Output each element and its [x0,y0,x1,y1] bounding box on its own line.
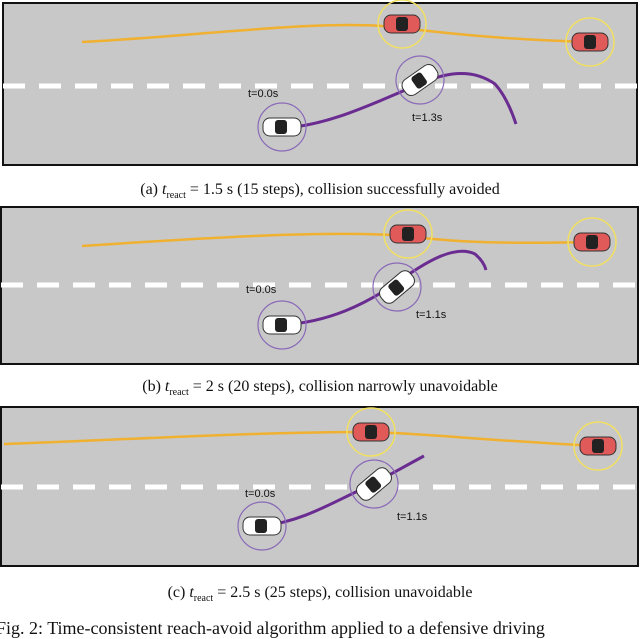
ego-car-start [257,102,307,152]
t-symbol: t [189,584,194,601]
ego-car-start [237,501,287,551]
t-symbol: t [162,181,167,198]
label-react-time: t=1.3s [412,112,443,124]
panel-a: t=0.0s t=1.3s [0,0,640,170]
figure-caption: Fig. 2: Time-consistent reach-avoid algo… [0,618,545,638]
caption-text: = 1.5 s (15 steps), collision successful… [189,181,500,198]
other-vehicle-path [3,430,599,448]
label-start-time: t=0.0s [248,88,279,100]
t-subscript: react [166,190,186,202]
ego-car-react [395,55,445,105]
caption-c: (c) treact = 2.5 s (25 steps), collision… [0,584,640,604]
other-car [346,407,396,457]
label-react-time: t=1.1s [416,309,447,321]
t-symbol: t [164,378,170,395]
label-react-time: t=1.1s [397,511,428,523]
ego-car-react [349,459,399,509]
caption-text: = 2 s (20 steps), collision narrowly una… [192,378,498,395]
panel-b: t=0.0s t=1.1s [0,204,640,368]
other-car [565,17,615,67]
scene-c: t=0.0s t=1.1s [0,406,639,567]
ego-car-react [372,262,422,312]
other-car [573,421,623,471]
other-car [567,217,617,267]
label-start-time: t=0.0s [245,488,276,500]
caption-prefix: (b) [142,378,161,395]
caption-prefix: (a) [140,181,158,198]
t-subscript: react [169,387,189,399]
panel-c: t=0.0s t=1.1s [0,404,640,570]
other-car [383,209,433,259]
label-start-time: t=0.0s [246,284,277,296]
caption-prefix: (c) [167,584,186,601]
scene-a: t=0.0s t=1.3s [2,0,638,166]
road [2,2,638,166]
caption-b: (b) treact = 2 s (20 steps), collision n… [0,378,640,398]
ego-vehicle-path [281,72,518,130]
other-car [377,0,427,49]
other-vehicle-path [81,232,593,248]
caption-a: (a) treact = 1.5 s (15 steps), collision… [0,181,640,201]
caption-text: = 2.5 s (25 steps), collision unavoidabl… [217,584,473,601]
ego-vehicle-path [281,249,488,327]
scene-b: t=0.0s t=1.1s [0,206,639,365]
t-subscript: react [193,593,214,605]
ego-car-start [257,300,307,350]
